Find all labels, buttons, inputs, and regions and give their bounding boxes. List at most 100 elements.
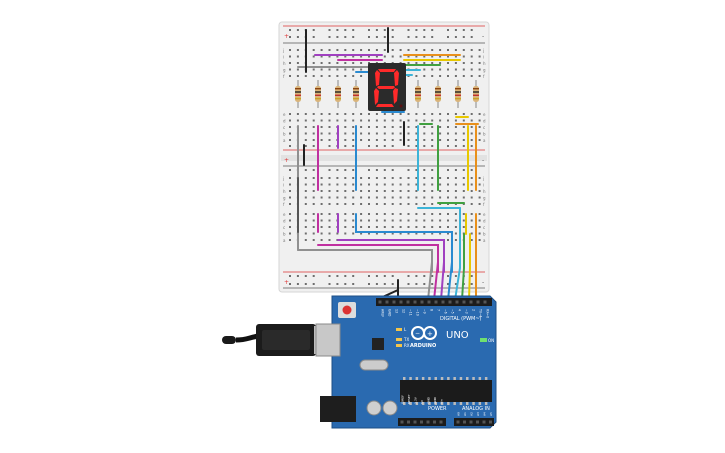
breadboard-hole[interactable]: [478, 132, 481, 135]
breadboard-hole[interactable]: [289, 126, 291, 128]
breadboard-hole[interactable]: [383, 29, 386, 31]
resistors[interactable]: [295, 80, 479, 108]
breadboard-hole[interactable]: [368, 226, 370, 228]
breadboard-hole[interactable]: [336, 183, 339, 186]
breadboard-hole[interactable]: [328, 169, 331, 171]
breadboard-hole[interactable]: [399, 219, 402, 222]
breadboard-hole[interactable]: [383, 49, 386, 51]
breadboard-hole[interactable]: [407, 139, 410, 141]
breadboard-hole[interactable]: [312, 29, 315, 31]
breadboard-hole[interactable]: [391, 275, 394, 277]
breadboard-hole[interactable]: [352, 190, 355, 192]
breadboard-hole[interactable]: [312, 213, 315, 215]
breadboard-hole[interactable]: [344, 49, 347, 51]
breadboard-hole[interactable]: [304, 183, 307, 186]
breadboard-hole[interactable]: [368, 55, 370, 58]
breadboard-hole[interactable]: [454, 283, 457, 285]
breadboard-hole[interactable]: [336, 75, 339, 77]
breadboard-hole[interactable]: [462, 75, 465, 77]
breadboard-hole[interactable]: [320, 55, 323, 58]
breadboard-hole[interactable]: [423, 75, 426, 77]
breadboard-hole[interactable]: [470, 283, 473, 285]
breadboard-hole[interactable]: [447, 126, 449, 128]
breadboard-hole[interactable]: [407, 226, 410, 228]
analog-pin[interactable]: [469, 420, 473, 424]
breadboard-hole[interactable]: [431, 283, 434, 285]
breadboard-hole[interactable]: [375, 169, 378, 171]
breadboard-hole[interactable]: [407, 190, 410, 192]
breadboard-hole[interactable]: [304, 145, 307, 147]
breadboard-hole[interactable]: [360, 49, 363, 51]
breadboard-hole[interactable]: [304, 226, 307, 228]
breadboard-hole[interactable]: [344, 113, 347, 115]
breadboard-hole[interactable]: [454, 177, 457, 179]
breadboard-hole[interactable]: [383, 232, 386, 235]
breadboard-hole[interactable]: [289, 190, 291, 192]
digital-pin[interactable]: [434, 300, 438, 304]
breadboard-hole[interactable]: [320, 49, 323, 51]
breadboard-hole[interactable]: [296, 55, 299, 58]
breadboard-hole[interactable]: [423, 139, 426, 141]
digital-pin[interactable]: [392, 300, 396, 304]
breadboard-hole[interactable]: [470, 75, 473, 77]
breadboard-hole[interactable]: [312, 219, 315, 222]
breadboard-hole[interactable]: [415, 75, 418, 77]
breadboard-hole[interactable]: [447, 183, 449, 186]
breadboard-hole[interactable]: [375, 36, 378, 38]
breadboard-hole[interactable]: [415, 126, 418, 128]
breadboard-hole[interactable]: [462, 219, 465, 222]
breadboard-hole[interactable]: [289, 49, 291, 51]
breadboard-hole[interactable]: [336, 203, 339, 205]
breadboard-hole[interactable]: [415, 139, 418, 141]
breadboard-hole[interactable]: [344, 219, 347, 222]
breadboard-hole[interactable]: [336, 62, 339, 64]
breadboard-hole[interactable]: [454, 190, 457, 192]
breadboard-hole[interactable]: [336, 29, 339, 31]
breadboard-hole[interactable]: [431, 275, 434, 277]
breadboard-hole[interactable]: [336, 177, 339, 179]
breadboard-hole[interactable]: [352, 177, 355, 179]
breadboard-hole[interactable]: [462, 177, 465, 179]
breadboard-hole[interactable]: [431, 183, 434, 186]
breadboard-hole[interactable]: [304, 239, 307, 241]
analog-pin[interactable]: [463, 420, 466, 424]
breadboard-hole[interactable]: [431, 119, 434, 122]
breadboard-hole[interactable]: [360, 119, 363, 122]
breadboard-hole[interactable]: [289, 177, 291, 179]
breadboard-hole[interactable]: [423, 36, 426, 38]
breadboard-hole[interactable]: [447, 55, 449, 58]
breadboard-hole[interactable]: [375, 113, 378, 115]
breadboard-hole[interactable]: [415, 226, 418, 228]
breadboard-hole[interactable]: [431, 49, 434, 51]
breadboard-hole[interactable]: [352, 119, 355, 122]
breadboard-hole[interactable]: [431, 75, 434, 77]
breadboard-hole[interactable]: [478, 139, 481, 141]
breadboard-hole[interactable]: [328, 183, 331, 186]
breadboard-hole[interactable]: [304, 177, 307, 179]
breadboard-hole[interactable]: [375, 183, 378, 186]
breadboard-hole[interactable]: [439, 226, 442, 228]
bottom-header-pins[interactable]: [400, 420, 493, 424]
breadboard-hole[interactable]: [344, 68, 347, 71]
breadboard-hole[interactable]: [368, 139, 370, 141]
breadboard-hole[interactable]: [344, 132, 347, 135]
analog-header[interactable]: [454, 418, 494, 426]
breadboard-hole[interactable]: [478, 177, 481, 179]
breadboard-hole[interactable]: [289, 62, 291, 64]
breadboard-hole[interactable]: [462, 126, 465, 128]
breadboard-hole[interactable]: [368, 119, 370, 122]
breadboard-hole[interactable]: [415, 213, 418, 215]
breadboard-hole[interactable]: [352, 275, 355, 277]
breadboard-hole[interactable]: [344, 203, 347, 205]
digital-pin[interactable]: [476, 300, 480, 304]
breadboard-hole[interactable]: [368, 183, 370, 186]
digital-pin[interactable]: [455, 300, 459, 304]
breadboard-hole[interactable]: [368, 29, 370, 31]
breadboard-hole[interactable]: [360, 177, 363, 179]
breadboard-hole[interactable]: [352, 139, 355, 141]
breadboard-hole[interactable]: [312, 119, 315, 122]
breadboard-hole[interactable]: [328, 226, 331, 228]
breadboard-hole[interactable]: [454, 132, 457, 135]
breadboard-hole[interactable]: [336, 36, 339, 38]
breadboard-hole[interactable]: [470, 139, 473, 141]
